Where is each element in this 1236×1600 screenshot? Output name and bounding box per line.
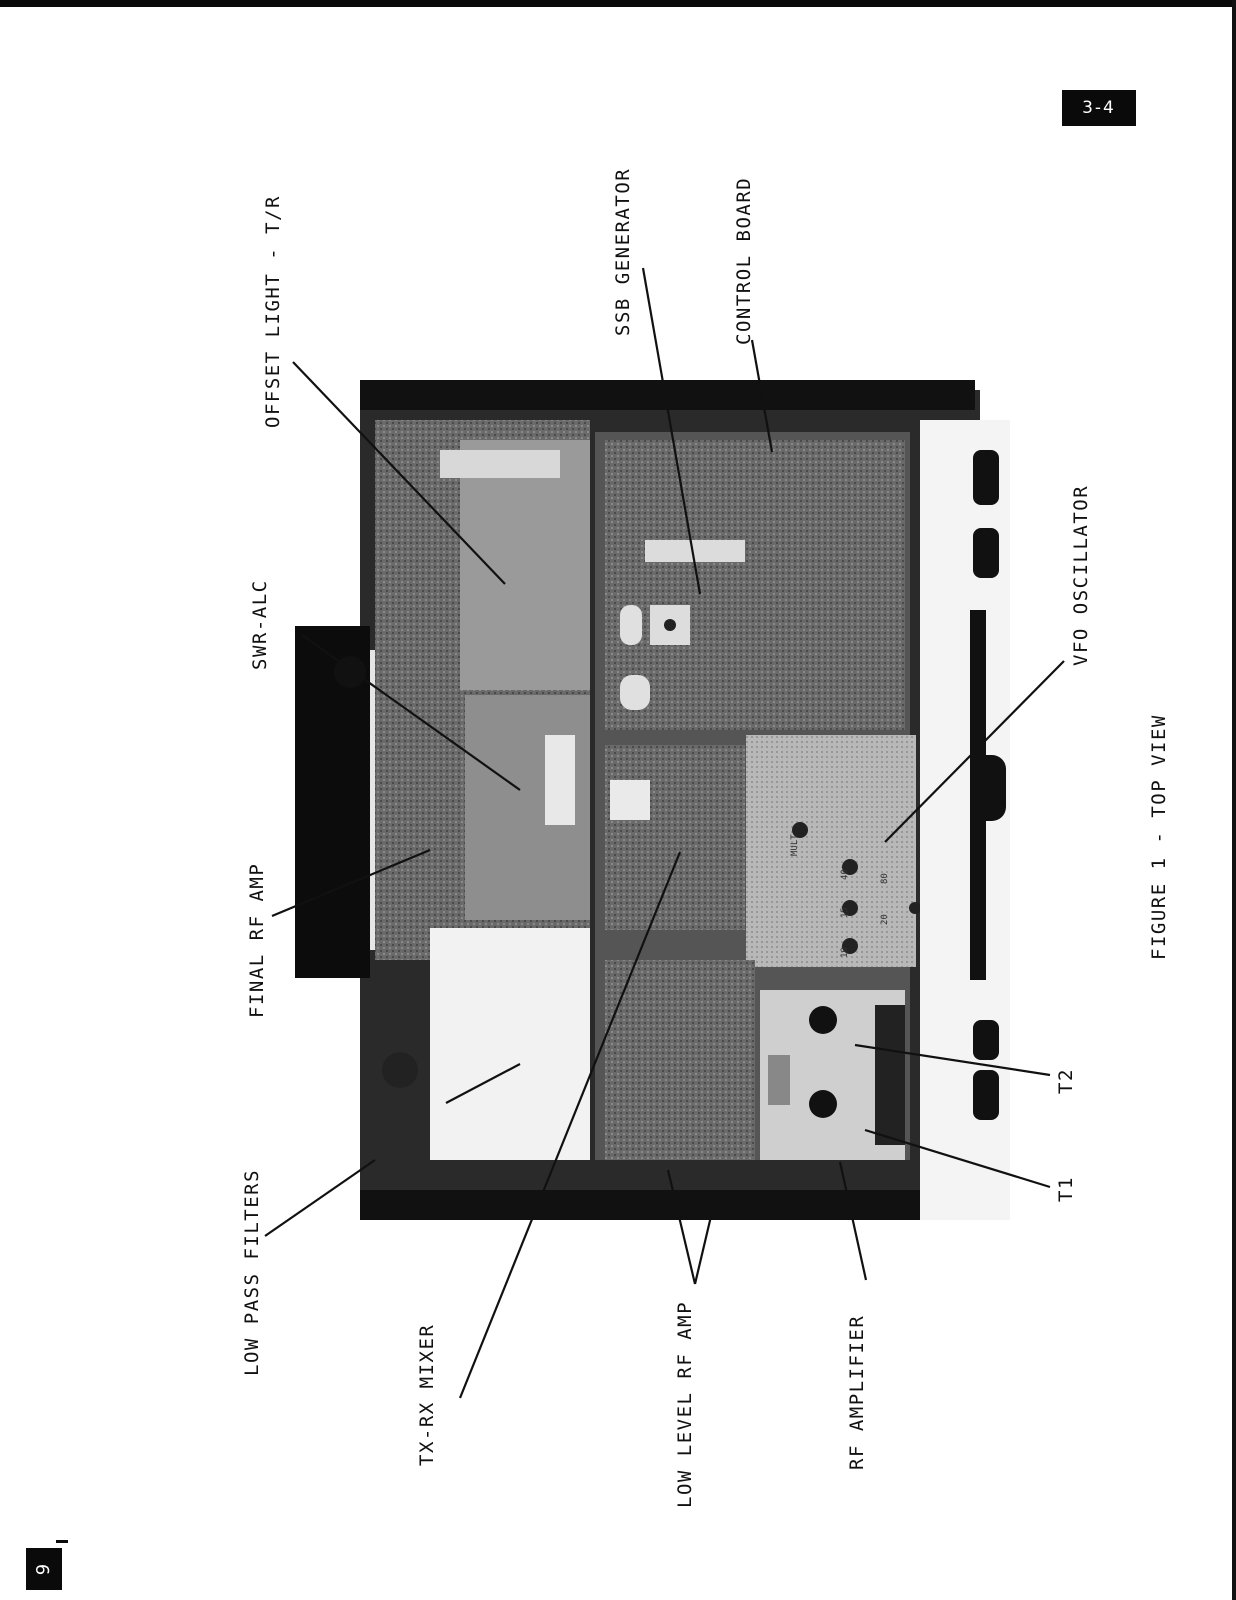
vfo-mark-15: 15 — [840, 907, 850, 918]
label-rf-amplifier: RF AMPLIFIER — [846, 1314, 868, 1470]
top-rule — [0, 0, 1236, 7]
front-rail — [360, 1190, 975, 1220]
page-number-tick — [56, 1540, 68, 1543]
front-knob-2 — [973, 528, 999, 578]
vfo-shield — [746, 735, 916, 967]
main-tuning-knob — [970, 755, 1006, 821]
tx-rx-mixer-board — [605, 745, 745, 930]
label-ssb-generator: SSB GENERATOR — [612, 167, 634, 336]
chassis-photo — [295, 380, 1010, 1220]
label-tx-rx-mixer: TX-RX MIXER — [416, 1323, 438, 1466]
low-pass-filter-box — [430, 928, 590, 1160]
label-control-board: CONTROL BOARD — [733, 176, 755, 345]
front-knob-4 — [973, 1070, 999, 1120]
front-knob-1 — [973, 450, 999, 505]
label-final-rf-amp: FINAL RF AMP — [246, 862, 268, 1018]
page-number-box: 9 — [26, 1548, 62, 1590]
rear-rail — [360, 380, 975, 410]
label-t2: T2 — [1055, 1068, 1077, 1094]
control-board — [755, 440, 905, 730]
vfo-mark-80: 80 — [880, 873, 890, 884]
label-t1: T1 — [1055, 1176, 1077, 1202]
label-low-level-rf-amp: LOW LEVEL RF AMP — [674, 1300, 696, 1508]
section-badge: 3-4 — [1062, 90, 1136, 126]
vfo-mark-40: 40 — [840, 869, 850, 880]
front-knob-3 — [973, 1020, 999, 1060]
label-swr-alc: SWR-ALC — [249, 579, 271, 670]
figure-caption: FIGURE 1 - TOP VIEW — [1148, 714, 1170, 960]
label-offset-light: OFFSET LIGHT - T/R — [262, 195, 284, 428]
label-vfo-oscillator: VFO OSCILLATOR — [1070, 484, 1092, 666]
vfo-mark-10: 10 — [840, 947, 850, 958]
page-number: 9 — [33, 1563, 55, 1575]
right-rule — [1232, 0, 1236, 1600]
label-low-pass-filters: LOW PASS FILTERS — [241, 1168, 263, 1376]
vfo-mark-20: 20 — [880, 914, 890, 925]
vfo-mark-mult: MULT — [790, 834, 800, 856]
